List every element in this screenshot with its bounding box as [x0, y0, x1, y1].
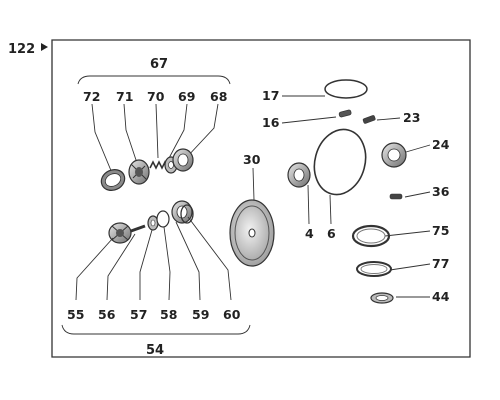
diagram-frame [51, 39, 471, 358]
label-70: 70 [147, 89, 165, 104]
leader-24 [405, 144, 431, 153]
leader-36 [404, 191, 431, 198]
leader-58 [163, 226, 171, 301]
part-77-ring [356, 261, 392, 277]
label-4: 4 [305, 226, 314, 241]
label-55: 55 [67, 307, 84, 322]
leader-72 [91, 103, 113, 174]
label-68: 68 [210, 89, 227, 104]
label-59: 59 [192, 307, 209, 322]
label-16: 16 [262, 115, 280, 130]
leader-75 [384, 230, 431, 237]
part-17-oring [324, 79, 368, 99]
label-44: 44 [432, 289, 450, 304]
leader-77 [389, 263, 431, 271]
leader-60 [187, 216, 232, 301]
label-57: 57 [130, 307, 147, 322]
part-4-seal [287, 162, 311, 188]
leader-69 [167, 103, 188, 161]
label-23: 23 [403, 110, 420, 125]
label-56: 56 [98, 307, 116, 322]
label-75: 75 [432, 223, 449, 238]
label-36: 36 [432, 184, 450, 199]
leader-55 [75, 237, 114, 301]
part-59-bearing [171, 200, 193, 224]
label-71: 71 [116, 89, 133, 104]
part-58-ring [156, 210, 170, 228]
label-30: 30 [243, 152, 261, 167]
group-label-54: 54 [146, 343, 164, 358]
group-label-67: 67 [150, 57, 168, 72]
part-6-oring [313, 128, 367, 196]
part-68-bearing [172, 148, 194, 172]
leader-70 [155, 103, 159, 159]
leader-30 [252, 167, 255, 201]
leader-68 [185, 103, 219, 159]
part-75-ring [351, 224, 391, 248]
part-36-pin [389, 193, 403, 200]
leader-71 [123, 103, 138, 164]
leader-23 [376, 117, 401, 121]
group-bracket-67 [77, 75, 231, 85]
figure-ref-label: 122 [8, 42, 35, 57]
part-56-shaft [130, 224, 146, 233]
leader-56 [106, 233, 136, 301]
leader-16 [281, 116, 337, 124]
label-17: 17 [262, 88, 279, 103]
leader-59 [175, 221, 201, 301]
group-bracket-54 [61, 324, 251, 335]
label-24: 24 [432, 137, 450, 152]
label-58: 58 [160, 307, 177, 322]
label-60: 60 [223, 307, 241, 322]
label-69: 69 [178, 89, 195, 104]
leader-4 [307, 184, 310, 225]
label-77: 77 [432, 256, 449, 271]
leader-6 [329, 194, 332, 225]
part-44-washer [370, 292, 394, 304]
figure-ref-arrow [41, 43, 48, 51]
part-55-gear [108, 222, 132, 244]
part-30-disk [229, 199, 275, 267]
part-23-screw [362, 115, 376, 124]
label-72: 72 [83, 89, 100, 104]
part-16-pin [338, 109, 352, 118]
part-60-oring [180, 204, 194, 224]
leader-57 [139, 229, 153, 300]
part-72-seal-ring [100, 169, 126, 191]
part-24-bushing [381, 142, 407, 168]
part-71-gear [128, 159, 150, 185]
label-6: 6 [327, 226, 336, 241]
